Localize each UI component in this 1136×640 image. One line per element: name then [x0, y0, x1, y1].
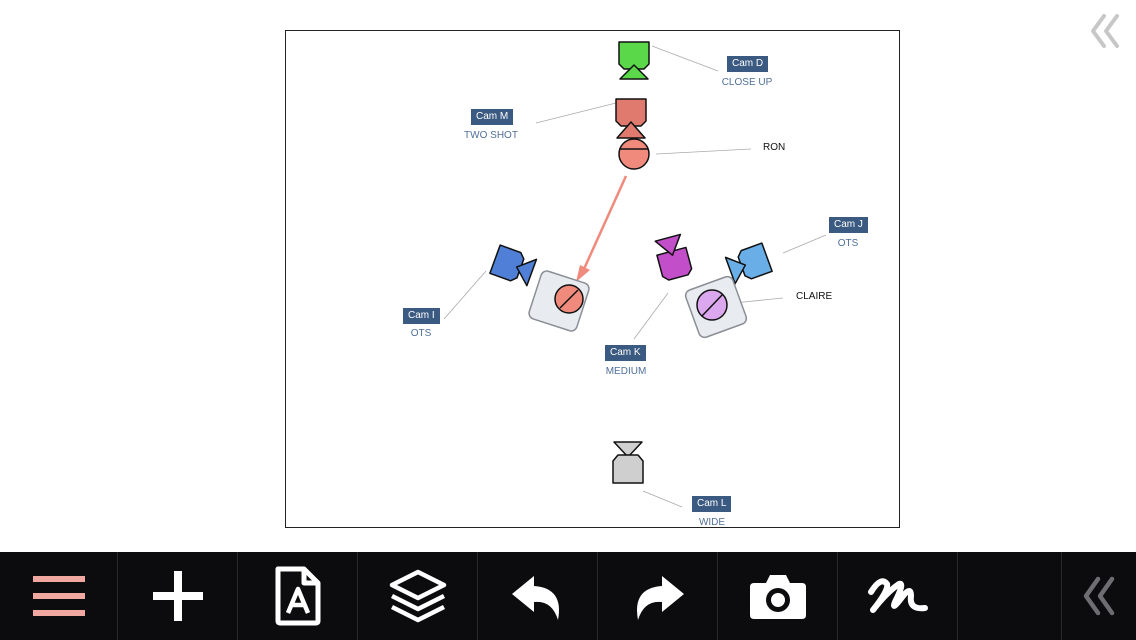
- layers-icon: [389, 569, 446, 623]
- cam-k-shot: MEDIUM: [605, 366, 647, 377]
- add-button[interactable]: [118, 552, 238, 640]
- redo-icon: [636, 576, 684, 620]
- cam-k-tag[interactable]: Cam K: [605, 345, 646, 361]
- undo-button[interactable]: [478, 552, 598, 640]
- actor-ron-position-2-icon[interactable]: [554, 284, 584, 314]
- floor-plan-drawing: [443, 41, 827, 508]
- movement-arrow[interactable]: [576, 175, 628, 282]
- text-document-icon: [275, 566, 320, 626]
- cam-m-shot: TWO SHOT: [464, 130, 518, 141]
- camera-j-icon[interactable]: [724, 242, 773, 285]
- leader-line-cam-m: [535, 102, 617, 124]
- camera-icon: [749, 575, 806, 619]
- leader-line-cam-d: [651, 45, 719, 72]
- add-text-button[interactable]: [238, 552, 358, 640]
- draw-button[interactable]: [838, 552, 958, 640]
- cam-l-shot: WIDE: [698, 517, 726, 528]
- camera-k-icon[interactable]: [653, 233, 693, 281]
- menu-button[interactable]: [0, 552, 118, 640]
- double-chevron-left-icon: [1091, 14, 1119, 48]
- leader-line-cam-j: [782, 234, 827, 254]
- camera-m-icon[interactable]: [615, 98, 647, 139]
- leader-line-claire: [733, 297, 784, 304]
- actor-claire-label[interactable]: CLAIRE: [796, 291, 833, 302]
- actor-ron-label[interactable]: RON: [763, 142, 786, 153]
- actor-claire-icon[interactable]: [696, 289, 728, 321]
- leader-line-ron: [655, 148, 752, 155]
- cam-i-shot: OTS: [410, 328, 432, 339]
- collapse-panel-button[interactable]: [1082, 8, 1128, 54]
- snapshot-button[interactable]: [718, 552, 838, 640]
- collapse-toolbar-button[interactable]: [1062, 552, 1136, 640]
- leader-line-cam-k: [633, 292, 669, 340]
- plus-icon: [152, 571, 203, 621]
- camera-d-icon[interactable]: [618, 41, 650, 80]
- cam-j-shot: OTS: [837, 238, 859, 249]
- redo-button[interactable]: [598, 552, 718, 640]
- cam-d-shot: CLOSE UP: [721, 77, 773, 88]
- bottom-toolbar: [0, 552, 1136, 640]
- leader-line-cam-i: [443, 270, 487, 320]
- cam-j-tag[interactable]: Cam J: [829, 217, 868, 233]
- menu-icon: [32, 576, 85, 616]
- camera-l-icon[interactable]: [612, 441, 644, 484]
- floor-plan-canvas[interactable]: Cam D CLOSE UP Cam M TWO SHOT RON Cam J …: [285, 30, 900, 528]
- cam-d-tag[interactable]: Cam D: [727, 56, 769, 72]
- camera-i-icon[interactable]: [489, 244, 538, 287]
- layers-button[interactable]: [358, 552, 478, 640]
- toolbar-spacer: [958, 552, 1062, 640]
- undo-icon: [511, 576, 559, 620]
- squiggle-draw-icon: [867, 578, 928, 613]
- cam-m-tag[interactable]: Cam M: [471, 109, 514, 125]
- actor-ron-icon[interactable]: [618, 138, 650, 170]
- cam-l-tag[interactable]: Cam L: [692, 496, 732, 512]
- leader-line-cam-l: [642, 490, 683, 508]
- double-chevron-left-icon: [1083, 576, 1115, 616]
- cam-i-tag[interactable]: Cam I: [403, 308, 440, 324]
